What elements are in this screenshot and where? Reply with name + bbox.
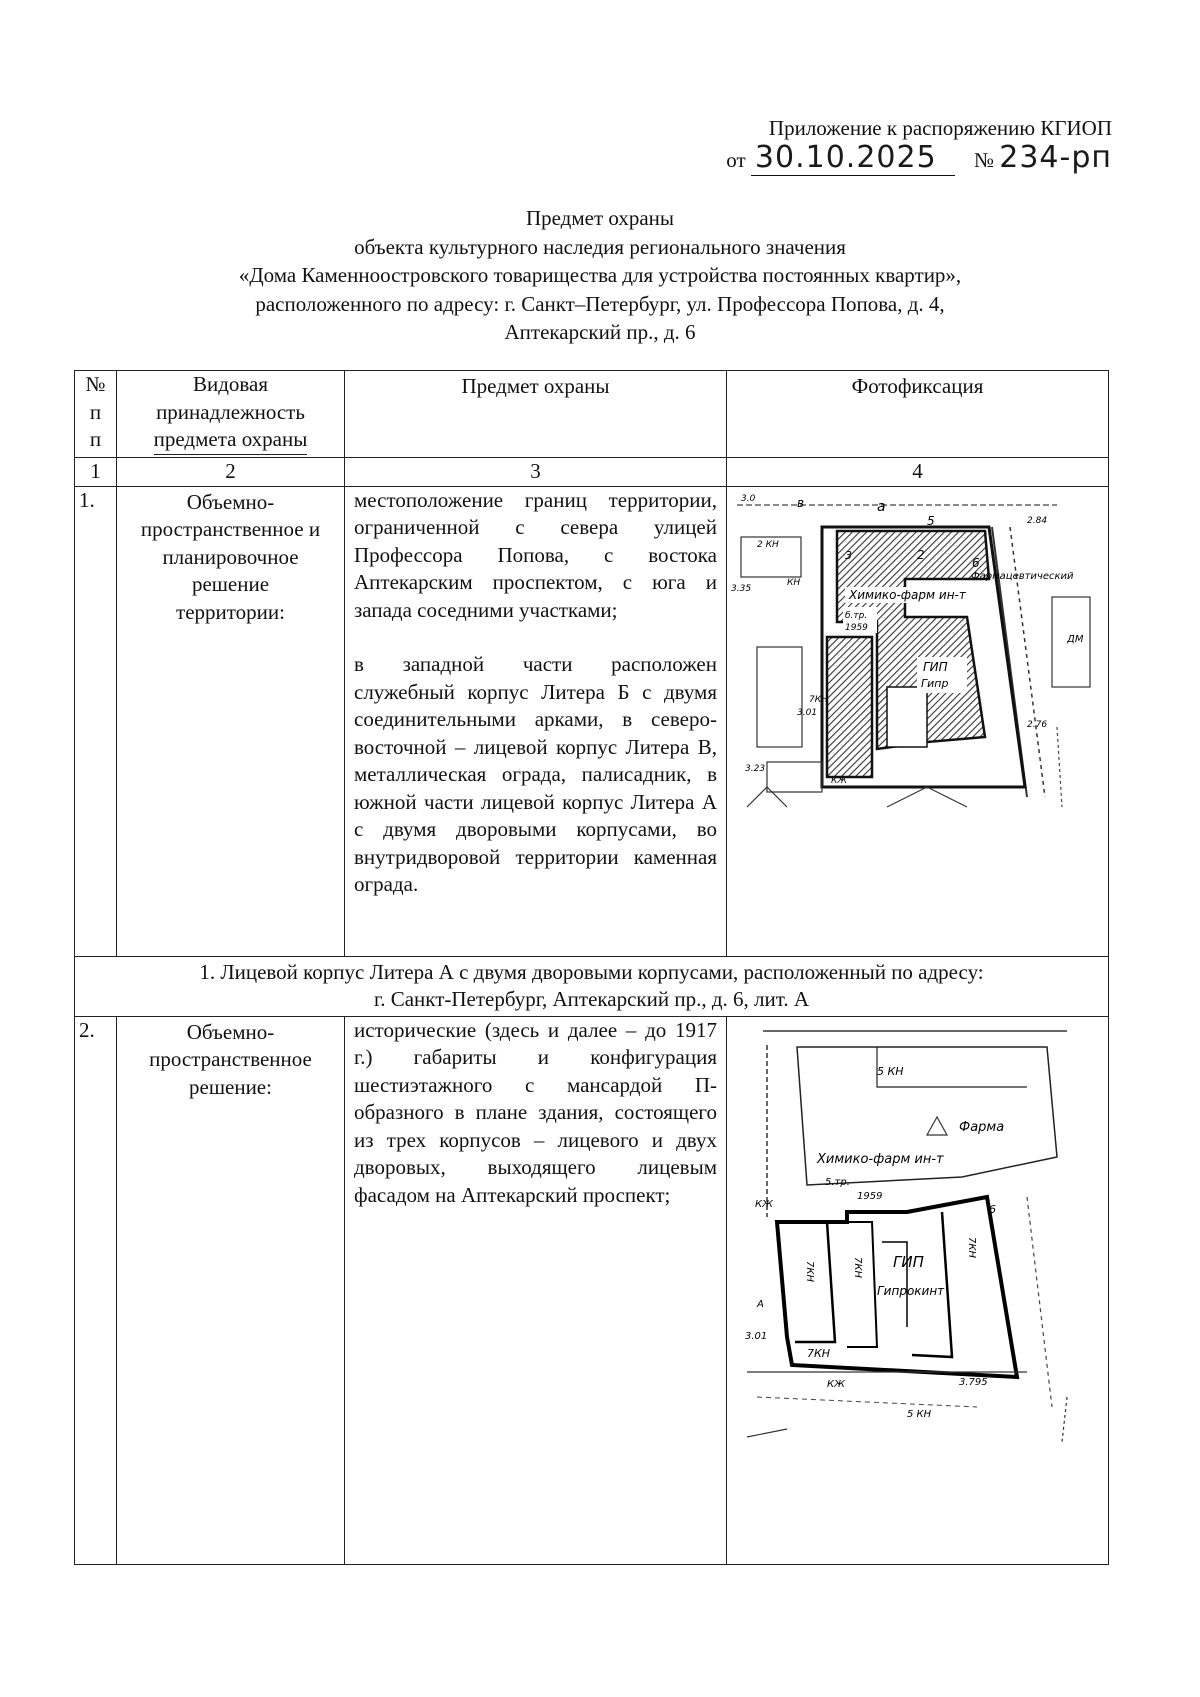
map-label: 5 КН: [877, 1065, 904, 1078]
header-number: № п п: [74, 370, 117, 458]
map-label: 3.35: [731, 584, 751, 594]
column-number: 4: [726, 457, 1109, 487]
map-label: Химико-фарм ин-т: [848, 588, 967, 602]
annex-date: 30.10.2025: [750, 140, 955, 176]
map-label: Химико-фарм ин-т: [816, 1152, 944, 1167]
row-number: 1.: [74, 485, 117, 957]
annex-from-label: от: [726, 148, 746, 172]
row-subject: исторические (здесь и далее – до 1917 г.…: [344, 1015, 727, 1565]
table-row: 2. Объемно- пространственное решение: ис…: [74, 1015, 1109, 1565]
map-label: КЖ: [827, 1379, 846, 1390]
annex-number-sign: №: [973, 148, 994, 172]
column-number: 2: [116, 457, 345, 487]
title-line-4: расположенного по адресу: г. Санкт–Петер…: [255, 291, 945, 316]
subject-paragraph: исторические (здесь и далее – до 1917 г.…: [354, 1017, 717, 1207]
subject-paragraph: местоположение границ территории, ограни…: [354, 487, 717, 622]
map-label: 7КН: [804, 1261, 815, 1282]
map-label: в: [797, 496, 804, 510]
map-label: 7КН: [966, 1237, 977, 1258]
map-label: 6: [989, 1203, 996, 1216]
annex-date-number: от 30.10.2025 № 234-рп: [726, 140, 1112, 176]
column-numbers-row: 1 2 3 4: [74, 457, 1109, 487]
photo-cell: в а 2 КН 3 2 6 5 КН Химико-фарм ин-т Фар…: [726, 485, 1109, 957]
map-label: Гипр: [921, 677, 948, 690]
map-label: 2 КН: [757, 540, 779, 550]
section-heading: 1. Лицевой корпус Литера А с двумя дворо…: [74, 955, 1109, 1017]
map-label: 3.01: [745, 1331, 767, 1342]
map-label: 3.0: [741, 494, 756, 504]
title-line-2: объекта культурного наследия регионально…: [354, 234, 846, 259]
map-label: КЖ: [755, 1199, 774, 1210]
map-label: 1959: [845, 623, 868, 633]
map-label: 3.795: [959, 1377, 988, 1388]
table-row: 1. Объемно- пространственное и планирово…: [74, 485, 1109, 957]
annex-title: Приложение к распоряжению КГИОП: [768, 116, 1112, 140]
map-label: ДМ: [1066, 634, 1084, 645]
title-line-3: «Дома Каменноостровского товарищества дл…: [238, 263, 962, 287]
map-label: 7КН: [809, 695, 828, 705]
map-label: а: [877, 499, 886, 515]
map-label: 3.01: [797, 708, 817, 718]
title-line-1: Предмет охраны: [525, 206, 675, 230]
map-label: 2: [917, 548, 925, 562]
map-label: Фармацевтический: [971, 571, 1074, 582]
map-label: Гипрокинт: [877, 1284, 945, 1298]
map-label: б.тр.: [845, 611, 867, 621]
map-label: 5: [927, 514, 935, 528]
map-label: КН: [787, 578, 800, 588]
map-label: 2.84: [1027, 516, 1047, 526]
map-label: 6: [972, 556, 980, 570]
map-label: 5 КН: [907, 1409, 932, 1420]
map-label: ГИП: [893, 1253, 924, 1271]
map-label: 2.76: [1027, 720, 1047, 730]
map-label: 7КН: [807, 1347, 830, 1360]
row-kind: Объемно- пространственное и планировочно…: [116, 485, 345, 957]
section-row: 1. Лицевой корпус Литера А с двумя дворо…: [74, 955, 1109, 1017]
map-label: 3.23: [745, 764, 765, 774]
row-kind: Объемно- пространственное решение:: [116, 1015, 345, 1565]
document-title: Предмет охраны объекта культурного насле…: [150, 204, 1050, 347]
map-label: 1959: [857, 1191, 882, 1202]
header-subject: Предмет охраны: [344, 370, 727, 458]
map-label: 3: [845, 549, 852, 562]
column-number: 3: [344, 457, 727, 487]
map-label: Фарма: [959, 1120, 1004, 1135]
subject-paragraph: в западной части расположен служебный ко…: [354, 652, 717, 896]
photo-cell: 5 КН Фарма Химико-фарм ин-т 5.тр. 1959 Г…: [726, 1015, 1109, 1565]
row-number: 2.: [74, 1015, 117, 1565]
map-label: 7КН: [852, 1257, 863, 1278]
column-number: 1: [74, 457, 117, 487]
title-line-5: Аптекарский пр., д. 6: [504, 320, 696, 344]
protection-subject-table: № п п Видовая принадлежность предмета ох…: [74, 370, 1109, 1565]
building-plan-map: 5 КН Фарма Химико-фарм ин-т 5.тр. 1959 Г…: [727, 1017, 1108, 1457]
table-header-row: № п п Видовая принадлежность предмета ох…: [74, 370, 1109, 458]
map-label: КЖ: [831, 776, 847, 786]
map-label: ГИП: [923, 660, 948, 674]
map-label: 5.тр.: [825, 1177, 850, 1188]
map-label: А: [756, 1299, 764, 1310]
site-plan-map: в а 2 КН 3 2 6 5 КН Химико-фарм ин-т Фар…: [727, 487, 1108, 817]
annex-number: 234-рп: [999, 140, 1112, 175]
header-photo: Фотофиксация: [726, 370, 1109, 458]
row-subject: местоположение границ территории, ограни…: [344, 485, 727, 957]
header-kind: Видовая принадлежность предмета охраны: [116, 370, 345, 458]
